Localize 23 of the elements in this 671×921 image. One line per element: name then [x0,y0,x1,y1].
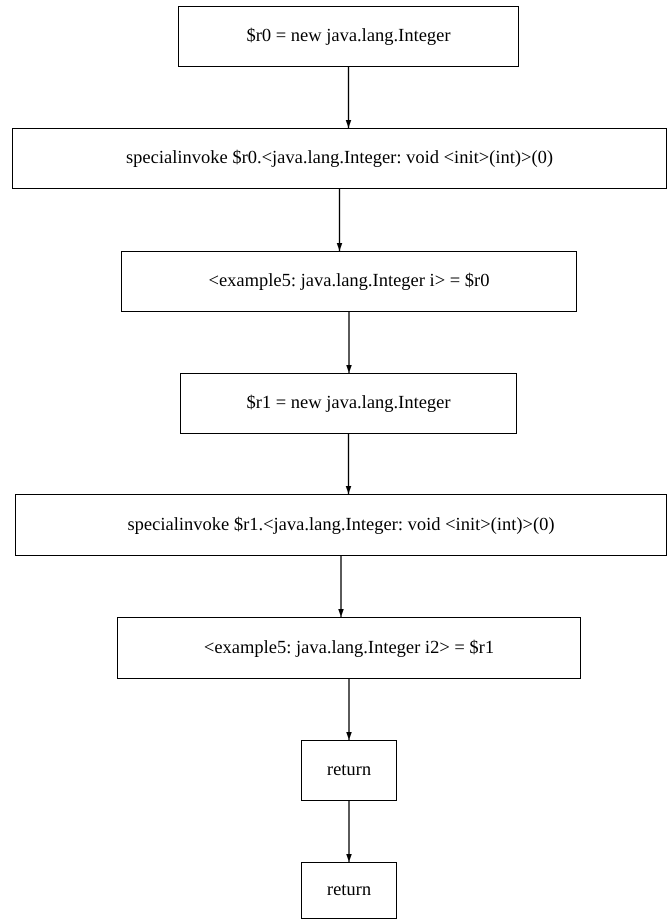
process-box [15,494,667,556]
arrow [346,679,352,740]
arrow [346,312,352,373]
statement-text: $r0 = new java.lang.Integer [246,26,451,47]
statement-text: specialinvoke $r0.<java.lang.Integer: void <init>(int)>(0) [126,148,554,169]
process-box [178,6,519,67]
arrow [338,556,344,617]
statement-text: specialinvoke $r1.<java.lang.Integer: void <init>(int)>(0) [127,514,555,536]
arrow [336,189,342,251]
statement-text: return [326,760,372,781]
statement-text: return [326,880,372,901]
process-box [301,862,397,919]
process-box [12,128,667,189]
statement-text: <example5: java.lang.Integer i2> = $r1 [204,638,494,658]
process-box [301,740,397,801]
arrow [346,801,352,862]
process-box [117,617,581,679]
process-box [180,373,517,434]
statement-text: <example5: java.lang.Integer i> = $r0 [208,271,490,292]
arrow [346,67,352,128]
process-box [121,251,577,312]
statement-text: $r1 = new java.lang.Integer [246,393,451,414]
arrow [346,434,352,494]
